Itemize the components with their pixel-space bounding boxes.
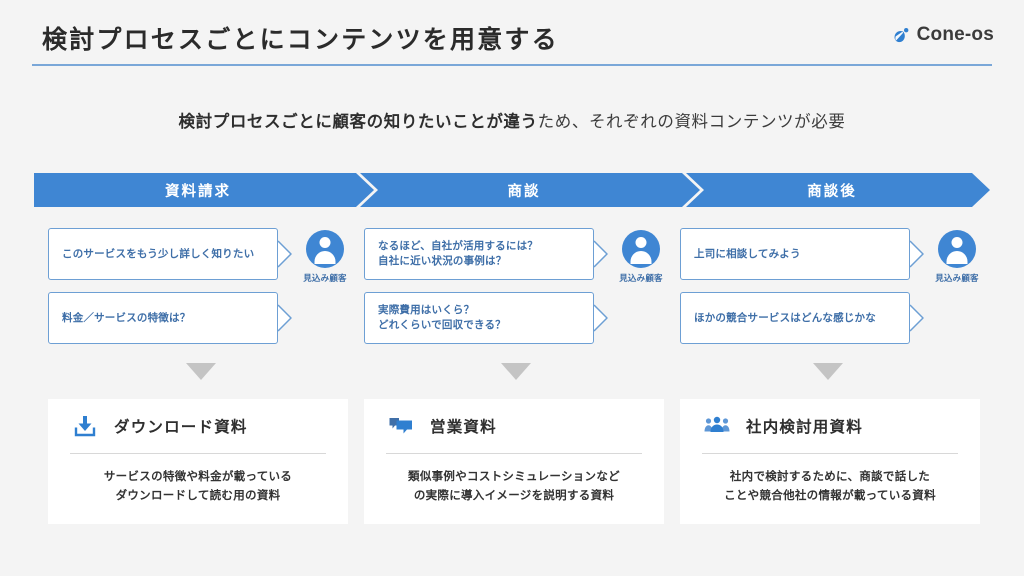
card-divider — [702, 453, 958, 454]
people-group-icon — [704, 413, 730, 439]
process-stage-1[interactable]: 資料請求 — [34, 173, 374, 207]
customer-question-bubble: 料金／サービスの特徴は？ — [48, 292, 278, 344]
bubble-line: 上司に相談してみよう — [694, 247, 801, 260]
card-body-line: ダウンロードして読む用の資料 — [115, 490, 281, 502]
bubble-line: どれくらいで回収できる？ — [378, 319, 506, 331]
customer-question-bubble: このサービスをもう少し詳しく知りたい — [48, 228, 278, 280]
triangle-down-icon — [501, 363, 531, 380]
bubble-row: 実際費用はいくら？ どれくらいで回収できる？ — [350, 292, 666, 348]
person-body — [630, 251, 652, 264]
bubble-line: ほかの競合サービスはどんな感じかな — [694, 311, 876, 324]
header-divider — [32, 64, 992, 66]
card-body-line: 社内で検討するために、商談で話した — [729, 471, 931, 483]
brand-logo: Cone-os — [893, 24, 994, 46]
customer-question-bubble: ほかの競合サービスはどんな感じかな — [680, 292, 910, 344]
card-divider — [386, 453, 642, 454]
content-card-sales[interactable]: 営業資料 類似事例やコストシミュレーションなど の実際に導入イメージを説明する資… — [364, 399, 664, 524]
persona-2: 見込み顧客 — [615, 230, 667, 284]
subtitle: 検討プロセスごとに顧客の知りたいことが違うため、それぞれの資料コンテンツが必要 — [0, 108, 1024, 132]
process-stage-3-label: 商談後 — [807, 183, 857, 200]
card-body: 類似事例やコストシミュレーションなど の実際に導入イメージを説明する資料 — [364, 454, 664, 506]
cone-leaf-icon — [893, 27, 910, 44]
card-body-line: 類似事例やコストシミュレーションなど — [408, 471, 620, 483]
card-body-line: の実際に導入イメージを説明する資料 — [413, 490, 615, 502]
bubble-tail-icon — [277, 240, 293, 268]
content-card-download[interactable]: ダウンロード資料 サービスの特徴や料金が載っている ダウンロードして読む用の資料 — [48, 399, 348, 524]
process-stage-2-label: 商談 — [507, 183, 541, 200]
card-body: 社内で検討するために、商談で話した ことや競合他社の情報が載っている資料 — [680, 454, 980, 506]
card-title: ダウンロード資料 — [114, 419, 248, 436]
bubble-line: 実際費用はいくら？ — [378, 304, 475, 316]
person-body — [946, 251, 968, 264]
person-head — [319, 237, 331, 248]
process-stage-2[interactable]: 商談 — [360, 173, 700, 207]
person-circle-icon — [306, 230, 344, 268]
bubble-row: なるほど、自社が活用するには？ 自社に近い状況の事例は？ 見込み顧客 — [350, 228, 666, 284]
person-body — [314, 251, 336, 264]
person-head — [951, 237, 963, 248]
persona-3: 見込み顧客 — [931, 230, 983, 284]
person-circle-icon — [622, 230, 660, 268]
bubble-line: 自社に近い状況の事例は？ — [378, 255, 507, 267]
stage-column-1: このサービスをもう少し詳しく知りたい 見込み顧客 料金／サービスの特徴は？ — [34, 228, 350, 356]
bubble-tail-icon — [277, 304, 293, 332]
card-body-line: サービスの特徴や料金が載っている — [103, 471, 293, 483]
card-header: 営業資料 — [364, 399, 664, 453]
process-stage-1-label: 資料請求 — [165, 183, 231, 200]
card-body: サービスの特徴や料金が載っている ダウンロードして読む用の資料 — [48, 454, 348, 506]
bubble-tail-icon — [909, 240, 925, 268]
stage-column-3: 上司に相談してみよう 見込み顧客 ほかの競合サービスはどんな感じかな — [666, 228, 982, 356]
bubble-tail-icon — [593, 304, 609, 332]
customer-question-bubble: 実際費用はいくら？ どれくらいで回収できる？ — [364, 292, 594, 344]
customer-question-bubble: 上司に相談してみよう — [680, 228, 910, 280]
process-stage-3[interactable]: 商談後 — [686, 173, 990, 207]
triangle-down-icon — [813, 363, 843, 380]
card-title: 社内検討用資料 — [746, 419, 863, 436]
customer-question-bubble: なるほど、自社が活用するには？ 自社に近い状況の事例は？ — [364, 228, 594, 280]
bubble-tail-icon — [593, 240, 609, 268]
card-divider — [70, 453, 326, 454]
persona-label: 見込み顧客 — [303, 273, 347, 283]
bubble-line: なるほど、自社が活用するには？ — [378, 240, 538, 252]
bubble-line: このサービスをもう少し詳しく知りたい — [62, 247, 255, 260]
bubble-row: ほかの競合サービスはどんな感じかな — [666, 292, 982, 348]
process-band: 資料請求 商談 商談後 — [34, 173, 990, 207]
content-card-internal[interactable]: 社内検討用資料 社内で検討するために、商談で話した ことや競合他社の情報が載って… — [680, 399, 980, 524]
stage-column-2: なるほど、自社が活用するには？ 自社に近い状況の事例は？ 見込み顧客 実際費用は… — [350, 228, 666, 356]
brand-name: Cone-os — [916, 24, 994, 45]
persona-label: 見込み顧客 — [935, 273, 979, 283]
page-title: 検討プロセスごとにコンテンツを用意する — [42, 26, 559, 54]
subtitle-strong: 検討プロセスごとに顧客の知りたいことが違う — [178, 113, 538, 131]
bubble-tail-icon — [909, 304, 925, 332]
card-header: ダウンロード資料 — [48, 399, 348, 453]
bubble-line: 料金／サービスの特徴は？ — [62, 311, 191, 324]
bubble-row: このサービスをもう少し詳しく知りたい 見込み顧客 — [34, 228, 350, 284]
page-header: 検討プロセスごとにコンテンツを用意する Cone-os — [0, 0, 1024, 66]
persona-1: 見込み顧客 — [299, 230, 351, 284]
card-title: 営業資料 — [430, 419, 497, 436]
subtitle-light: ため、それぞれの資料コンテンツが必要 — [537, 113, 846, 131]
person-circle-icon — [938, 230, 976, 268]
card-header: 社内検討用資料 — [680, 399, 980, 453]
person-head — [635, 237, 647, 248]
triangle-down-icon — [186, 363, 216, 380]
bubble-row: 上司に相談してみよう 見込み顧客 — [666, 228, 982, 284]
download-icon — [72, 413, 98, 439]
persona-label: 見込み顧客 — [619, 273, 663, 283]
chat-bubbles-icon — [388, 413, 414, 439]
card-body-line: ことや競合他社の情報が載っている資料 — [724, 490, 936, 502]
bubble-row: 料金／サービスの特徴は？ — [34, 292, 350, 348]
